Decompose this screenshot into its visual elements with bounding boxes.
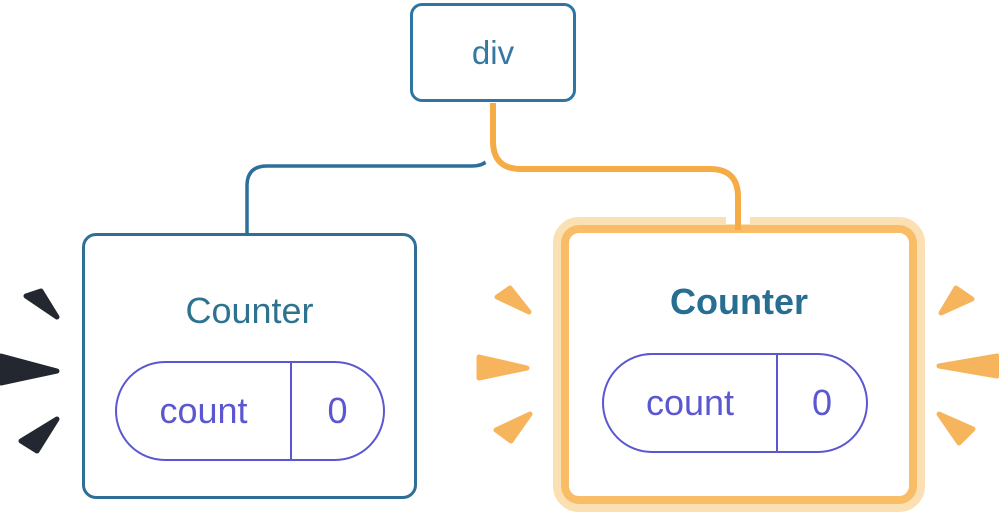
edge-root-to-right-casing	[481, 103, 750, 224]
counter-node-right: Counter count 0	[561, 225, 917, 504]
counter-node-left: Counter count 0	[82, 233, 417, 499]
counter-right-title: Counter	[670, 281, 808, 322]
state-name-left: count	[159, 390, 248, 431]
edge-root-to-left	[245, 104, 494, 233]
sparkle-wedge-icon	[476, 354, 530, 381]
state-value-left: 0	[290, 363, 383, 459]
edge-root-to-right	[490, 103, 741, 230]
counter-left-title: Counter	[185, 290, 314, 331]
sparkle-burst-orange-icon	[936, 285, 999, 446]
state-value-right: 0	[776, 355, 866, 451]
sparkle-wedge-icon	[936, 411, 976, 446]
counter-node-right-highlight-ring: Counter count 0	[553, 217, 925, 512]
sparkle-burst-dark-icon	[0, 288, 60, 454]
sparkle-wedge-icon	[494, 285, 532, 315]
sparkle-wedge-icon	[938, 285, 975, 316]
root-node-label: div	[471, 33, 515, 71]
sparkle-wedge-icon	[23, 288, 60, 320]
root-node-div: div	[410, 3, 576, 102]
sparkle-burst-orange-icon	[476, 285, 533, 444]
state-pill-right: count 0	[602, 353, 868, 453]
sparkle-wedge-icon	[493, 411, 533, 444]
state-pill-left: count 0	[115, 361, 385, 461]
sparkle-wedge-icon	[0, 353, 60, 386]
sparkle-wedge-icon	[936, 353, 999, 379]
sparkle-wedge-icon	[18, 416, 60, 454]
state-name-right: count	[645, 382, 735, 423]
